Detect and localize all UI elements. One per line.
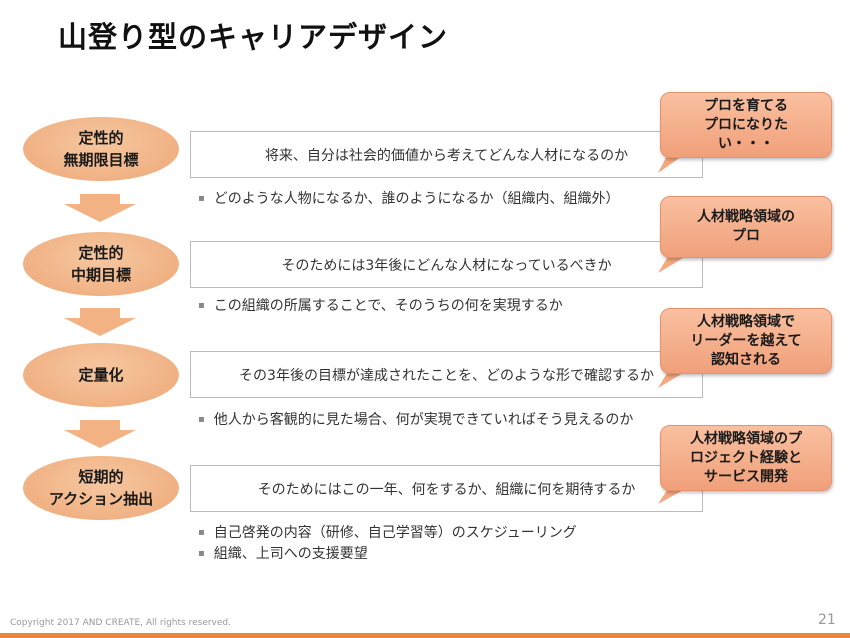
callout-line: い・・・ — [718, 135, 774, 152]
callout-line: 人材戦略領域の — [697, 209, 795, 225]
bullet-item: 組織、上司への支援要望 — [198, 543, 368, 563]
callout-2: 人材戦略領域のプロ — [660, 196, 832, 258]
callout-line: 人材戦略領域で — [697, 313, 795, 330]
callout-line: 人材戦略領域のプ — [690, 430, 802, 447]
down-arrow-icon — [64, 308, 136, 336]
callout-4: 人材戦略領域のプロジェクト経験とサービス開発 — [660, 425, 832, 491]
step-oval-3: 定量化 — [23, 343, 179, 407]
callout-1: プロを育てるプロになりたい・・・ — [660, 92, 832, 158]
oval-line: 定量化 — [78, 366, 124, 384]
callout-line: ロジェクト経験と — [690, 449, 802, 466]
callout-line: サービス開発 — [704, 468, 788, 485]
question-box-3: その3年後の目標が達成されたことを、どのような形で確認するか — [190, 351, 703, 398]
down-arrow-icon — [64, 194, 136, 222]
oval-line: 無期限目標 — [63, 151, 139, 169]
bullet-item: 他人から客観的に見た場合、何が実現できていればそう見えるのか — [198, 409, 634, 429]
question-box-1: 将来、自分は社会的価値から考えてどんな人材になるのか — [190, 131, 703, 178]
oval-line: 定性的 — [78, 129, 124, 147]
callout-3: 人材戦略領域でリーダーを越えて認知される — [660, 308, 832, 374]
bullet-item: この組織の所属することで、そのうちの何を実現するか — [198, 295, 563, 315]
question-box-2: そのためには3年後にどんな人材になっているべきか — [190, 241, 703, 288]
oval-line: アクション抽出 — [48, 490, 154, 508]
callout-line: 認知される — [711, 351, 781, 368]
bullet-item: 自己啓発の内容（研修、自己学習等）のスケジューリング — [198, 522, 577, 542]
accent-bar — [0, 633, 850, 638]
step-oval-4: 短期的アクション抽出 — [23, 456, 179, 520]
copyright: Copyright 2017 AND CREATE, All rights re… — [10, 618, 231, 628]
callout-line: リーダーを越えて — [690, 332, 802, 349]
oval-line: 定性的 — [78, 244, 124, 262]
step-oval-2: 定性的中期目標 — [23, 232, 179, 296]
bullet-item: どのような人物になるか、誰のようになるか（組織内、組織外） — [198, 188, 620, 208]
down-arrow-icon — [64, 420, 136, 448]
callout-line: プロを育てる — [704, 97, 788, 114]
oval-line: 短期的 — [78, 468, 124, 486]
page-number: 21 — [818, 612, 836, 628]
oval-line: 中期目標 — [70, 266, 131, 284]
step-oval-1: 定性的無期限目標 — [23, 117, 179, 181]
callout-line: プロ — [732, 228, 760, 244]
callout-line: プロになりた — [704, 116, 788, 133]
question-box-4: そのためにはこの一年、何をするか、組織に何を期待するか — [190, 465, 703, 512]
slide-title: 山登り型のキャリアデザイン — [58, 20, 449, 54]
